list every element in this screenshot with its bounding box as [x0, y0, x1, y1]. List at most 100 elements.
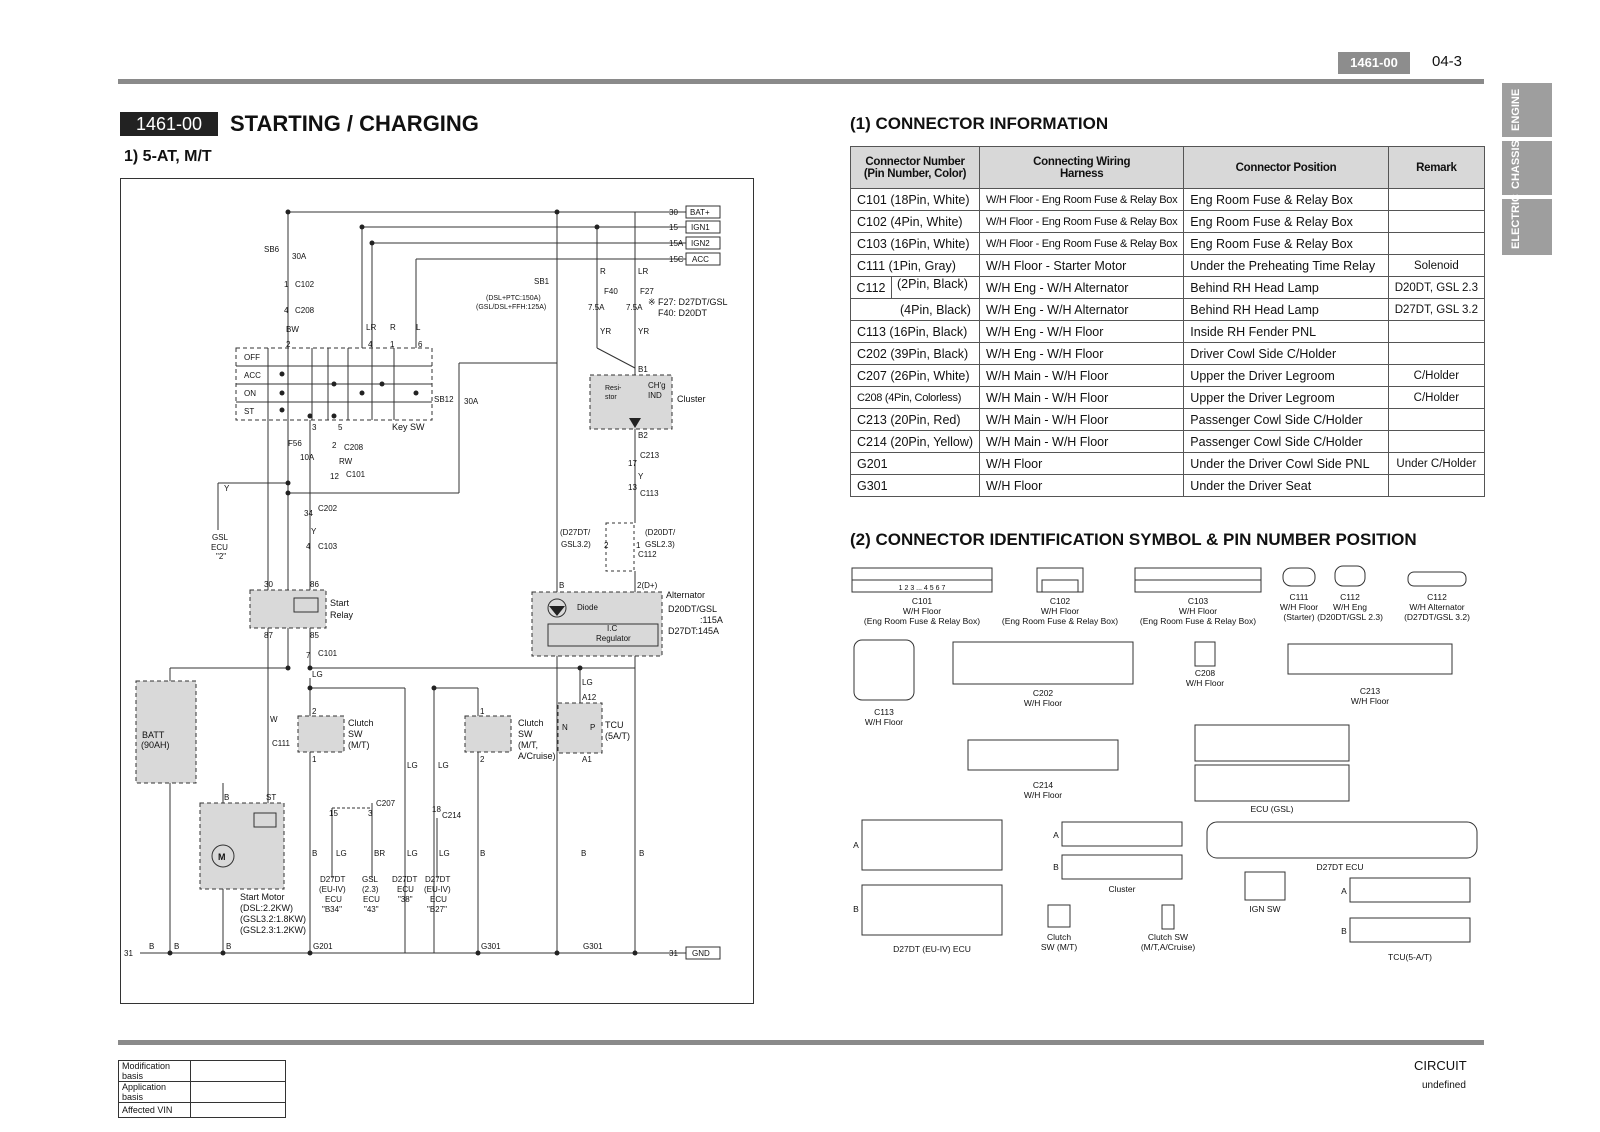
label-lg6: LG: [407, 849, 418, 858]
label-r2: R: [600, 267, 606, 276]
table-row: C208 (4Pin, Colorless)W/H Main - W/H Flo…: [849, 386, 1486, 409]
label-alt-spec3: D27DT:145A: [668, 626, 719, 636]
label-y2: Y: [224, 484, 230, 493]
label-chg: CH'g: [648, 381, 666, 390]
label-b4: B: [224, 793, 229, 802]
terminal-bat: BAT+: [690, 208, 710, 217]
terminal-num-15c: 15C: [669, 255, 684, 264]
label-clutch3: (M/T): [348, 740, 370, 750]
th-connector: Connector Number(Pin Number, Color): [849, 146, 981, 189]
label-pin4: 4: [284, 306, 289, 315]
label-c103: C103: [318, 542, 338, 551]
label-e1: D27DT: [320, 875, 345, 884]
label-f40a: 7.5A: [588, 303, 605, 312]
label-p17: 17: [628, 459, 637, 468]
caption-c112ac: (D20DT/GSL 2.3): [1317, 612, 1383, 622]
label-ic: I.C: [607, 624, 617, 633]
key-row-st: ST: [244, 407, 254, 416]
label-gb3: B: [226, 942, 231, 951]
caption-c101c: (Eng Room Fuse & Relay Box): [864, 616, 980, 626]
label-p13: 13: [628, 483, 637, 492]
label-gsl-ecu3: "2": [216, 552, 226, 561]
connector-info-title: (1) CONNECTOR INFORMATION: [850, 114, 1109, 133]
bottom-rule: [118, 1040, 1484, 1045]
label-g301b: G301: [583, 942, 603, 951]
label-c214: C214: [442, 811, 462, 820]
label-p1d: 1: [312, 755, 317, 764]
label-sm1: (DSL:2.2KW): [240, 903, 293, 913]
label-e2c: ECU: [363, 895, 380, 904]
label-alt-spec2: :115A: [700, 615, 723, 625]
label-e3b: ECU: [397, 885, 414, 894]
label-bw: BW: [286, 325, 299, 334]
connector-info-table: Connector Number(Pin Number, Color) Conn…: [849, 146, 1486, 497]
connector-symbols: 1 2 3 ... 4 5 6 7 C101 W/H Floor (Eng Ro…: [851, 565, 1478, 962]
key-row-on: ON: [244, 389, 256, 398]
caption-c103c: (Eng Room Fuse & Relay Box): [1140, 616, 1256, 626]
label-e4d: "B27": [427, 905, 447, 914]
side-tab-engine[interactable]: ENGINE: [1502, 83, 1552, 137]
caption-clutch-mt: Clutch: [1047, 932, 1071, 942]
caption-d27-ecu: D27DT (EU-IV) ECU: [893, 944, 971, 954]
footer-undefined: undefined: [1422, 1080, 1466, 1091]
terminal-num-15a: 15A: [669, 239, 684, 248]
label-clutch: Clutch: [348, 718, 374, 728]
caption-c103b: W/H Floor: [1179, 606, 1217, 616]
label-p3b: 3: [368, 809, 373, 818]
label-p2c: 2: [604, 541, 609, 550]
label-sb12-amp: 30A: [464, 397, 479, 406]
caption-c208b: W/H Floor: [1186, 678, 1224, 688]
side-tab-chassis[interactable]: CHASSIS: [1502, 140, 1552, 195]
label-st: ST: [266, 793, 276, 802]
section-subtitle: 1) 5-AT, M/T: [124, 148, 212, 165]
label-g301: G301: [481, 942, 501, 951]
caption-c213: C213: [1360, 686, 1381, 696]
table-row: C214 (20Pin, Yellow)W/H Main - W/H Floor…: [849, 430, 1486, 453]
key-row-off: OFF: [244, 353, 260, 362]
label-resistor2: stor: [605, 394, 617, 401]
label-t85: 85: [310, 631, 319, 640]
c101-pins: 1 2 3 ... 4 5 6 7: [899, 585, 946, 592]
key-row-acc: ACC: [244, 371, 261, 380]
label-diode: Diode: [577, 603, 598, 612]
caption-tcu: TCU(5-A/T): [1388, 952, 1432, 962]
label-cluster: Cluster: [677, 394, 706, 404]
label-p34: 34: [304, 509, 313, 518]
terminal-acc: ACC: [692, 255, 709, 264]
label-l: L: [416, 323, 421, 332]
label-yr: YR: [600, 327, 611, 336]
caption-clutch-cr2: (M/T,A/Cruise): [1141, 942, 1195, 952]
caption-c112a: C112: [1340, 592, 1360, 602]
modification-table: Modification basis Application basis Aff…: [118, 1060, 286, 1118]
wiring-schematic: 30 15 15A 15C BAT+ IGN1 IGN2 ACC 31 GND …: [120, 178, 754, 1004]
connector-id-title: (2) CONNECTOR IDENTIFICATION SYMBOL & PI…: [850, 530, 1417, 549]
label-p2b: 2: [332, 441, 337, 450]
label-c101b: C101: [318, 649, 338, 658]
caption-a2: A: [1053, 830, 1059, 840]
label-d27: (D27DT/: [560, 528, 591, 537]
side-tab-electric[interactable]: ELECTRIC: [1502, 194, 1552, 255]
label-e2d: "43": [364, 905, 379, 914]
caption-c102c: (Eng Room Fuse & Relay Box): [1002, 616, 1118, 626]
table-row: C112(2Pin, Black)W/H Eng - W/H Alternato…: [849, 276, 1486, 299]
th-remark: Remark: [1387, 146, 1486, 189]
terminal-num-31: 31: [669, 949, 678, 958]
label-sb12: SB12: [434, 395, 454, 404]
label-alt-spec: D20DT/GSL: [668, 604, 717, 614]
label-b2: B2: [638, 431, 648, 440]
label-f56: F56: [288, 439, 302, 448]
label-e4c: ECU: [430, 895, 447, 904]
label-p12: 12: [330, 472, 339, 481]
label-resistor: Resi-: [605, 385, 622, 392]
label-br: BR: [374, 849, 385, 858]
c112-label: C112: [851, 277, 892, 298]
label-lg5: LG: [336, 849, 347, 858]
terminal-num-15: 15: [669, 223, 678, 232]
table-row: C111 (1Pin, Gray)W/H Floor - Starter Mot…: [849, 254, 1486, 277]
label-e2b: (2.3): [362, 885, 379, 894]
table-row: Modification basis: [118, 1060, 286, 1082]
label-gsl-ecu: GSL: [212, 533, 229, 542]
label-c113: C113: [640, 489, 659, 498]
label-gsl23: GSL2.3): [645, 540, 675, 549]
